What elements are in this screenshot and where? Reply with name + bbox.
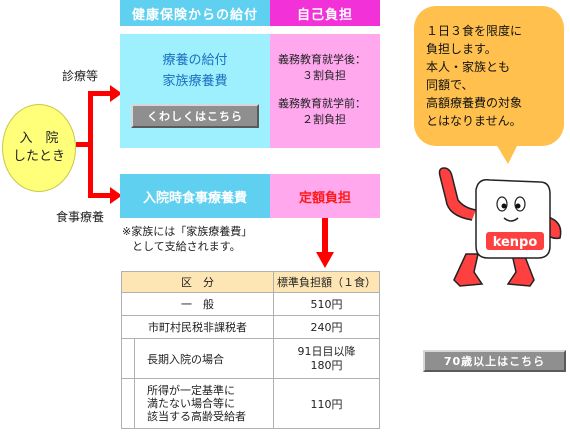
down-arrow bbox=[316, 218, 334, 268]
meal-cost-table: 区 分 標準負担額（１食） 一 般 510円 市町村民税非課税者 240円 長期… bbox=[121, 271, 380, 429]
arrow-lower-head bbox=[110, 187, 122, 204]
amount-line1: 91日目以降 bbox=[297, 344, 356, 358]
over-70-button[interactable]: 70歳以上はこちら bbox=[423, 350, 566, 372]
mascot-left-pupil bbox=[501, 203, 507, 209]
family-note: ※家族には「家族療養費」 として支給されます。 bbox=[122, 224, 252, 254]
speech-bubble: １日３食を限度に 負担します。 本人・家族とも 同額で、 高額療養費の対象 とは… bbox=[414, 6, 564, 146]
amount-cell: 510円 bbox=[273, 292, 380, 316]
arrow-stem bbox=[76, 142, 92, 147]
bubble-line1: １日３食を限度に bbox=[426, 24, 523, 38]
mascot-mouth bbox=[503, 217, 519, 222]
arrow-upper-shaft bbox=[88, 91, 112, 96]
down-arrow-head bbox=[316, 252, 334, 268]
treatment-label: 診療等 bbox=[62, 69, 99, 83]
hospitalized-circle: 入 院 したとき bbox=[2, 104, 76, 192]
branch-arrows bbox=[76, 85, 122, 204]
amount-line2: 180円 bbox=[310, 358, 343, 372]
category-cell: 所得が一定基準に 満たない場合等に 該当する高齢受給者 bbox=[121, 378, 274, 429]
category-line3: 該当する高齢受給者 bbox=[147, 410, 246, 423]
category-cell: 市町村民税非課税者 bbox=[121, 315, 274, 339]
category-cell: 一 般 bbox=[121, 292, 274, 316]
after-school-label: 義務教育就学後： bbox=[278, 53, 366, 66]
arrow-upper-head bbox=[110, 85, 122, 102]
bubble-line5: 高額療養費の対象 bbox=[426, 96, 523, 110]
table-row: 市町村民税非課税者 240円 bbox=[121, 315, 380, 339]
note-line1: ※家族には「家族療養費」 bbox=[122, 225, 253, 238]
benefit-title-line1: 療養の給付 bbox=[162, 53, 228, 68]
category-text: 長期入院の場合 bbox=[147, 352, 224, 366]
bubble-tail-shape bbox=[496, 144, 518, 164]
mascot-left-foot bbox=[453, 253, 484, 287]
table-row: 長期入院の場合 91日目以降 180円 bbox=[121, 338, 380, 379]
bubble-line6: とはなりません。 bbox=[426, 114, 522, 128]
down-arrow-shaft bbox=[322, 218, 328, 254]
table-header-amount: 標準負担額（１食） bbox=[273, 271, 380, 293]
indent-line bbox=[134, 378, 135, 429]
category-cell: 長期入院の場合 bbox=[121, 338, 274, 379]
mascot-logo-text: kenpo bbox=[493, 235, 538, 250]
mascot-right-foot bbox=[506, 253, 535, 287]
after-school-rate: ３割負担 bbox=[302, 69, 346, 82]
amount-cell: 91日目以降 180円 bbox=[273, 338, 380, 379]
note-line2: として支給されます。 bbox=[132, 240, 241, 253]
benefit-title-line2: 家族療養費 bbox=[162, 74, 228, 89]
meal-benefit-box: 入院時食事療養費 bbox=[120, 174, 270, 218]
mascot-raised-arm bbox=[438, 167, 477, 221]
amount-cell: 110円 bbox=[273, 378, 380, 429]
before-school-rate: ２割負担 bbox=[302, 113, 346, 126]
table-header-category: 区 分 bbox=[121, 271, 274, 293]
indent-line bbox=[134, 338, 135, 379]
bubble-line4: 同額で、 bbox=[426, 78, 474, 92]
copay-rate-box: 義務教育就学後： ３割負担 義務教育就学前： ２割負担 bbox=[270, 34, 380, 148]
arrow-trunk bbox=[88, 91, 93, 198]
arrow-lower-shaft bbox=[88, 193, 112, 198]
mascot-logo-band bbox=[486, 232, 544, 250]
category-line2: 満たない場合等に bbox=[147, 397, 235, 410]
fixed-burden-box: 定額負担 bbox=[270, 174, 380, 218]
table-row: 所得が一定基準に 満たない場合等に 該当する高齢受給者 110円 bbox=[121, 378, 380, 429]
hospitalized-line1: 入 院 bbox=[19, 131, 59, 146]
meals-label: 食事療養 bbox=[56, 210, 105, 224]
kenpo-mascot: kenpo bbox=[438, 167, 562, 287]
medical-benefit-box: 療養の給付 家族療養費 くわしくはこちら bbox=[120, 34, 270, 148]
mascot-right-pupil bbox=[515, 203, 521, 209]
bubble-tail bbox=[496, 144, 518, 164]
category-line1: 所得が一定基準に bbox=[147, 384, 235, 397]
bubble-line2: 負担します。 bbox=[426, 42, 497, 56]
amount-cell: 240円 bbox=[273, 315, 380, 339]
details-button[interactable]: くわしくはこちら bbox=[131, 104, 259, 128]
bubble-line3: 本人・家族とも bbox=[426, 60, 511, 74]
benefit-header: 健康保険からの給付 bbox=[120, 0, 270, 26]
before-school-label: 義務教育就学前： bbox=[278, 97, 366, 110]
self-burden-header: 自己負担 bbox=[270, 0, 380, 26]
table-row: 一 般 510円 bbox=[121, 292, 380, 316]
hospitalized-line2: したとき bbox=[12, 149, 65, 164]
